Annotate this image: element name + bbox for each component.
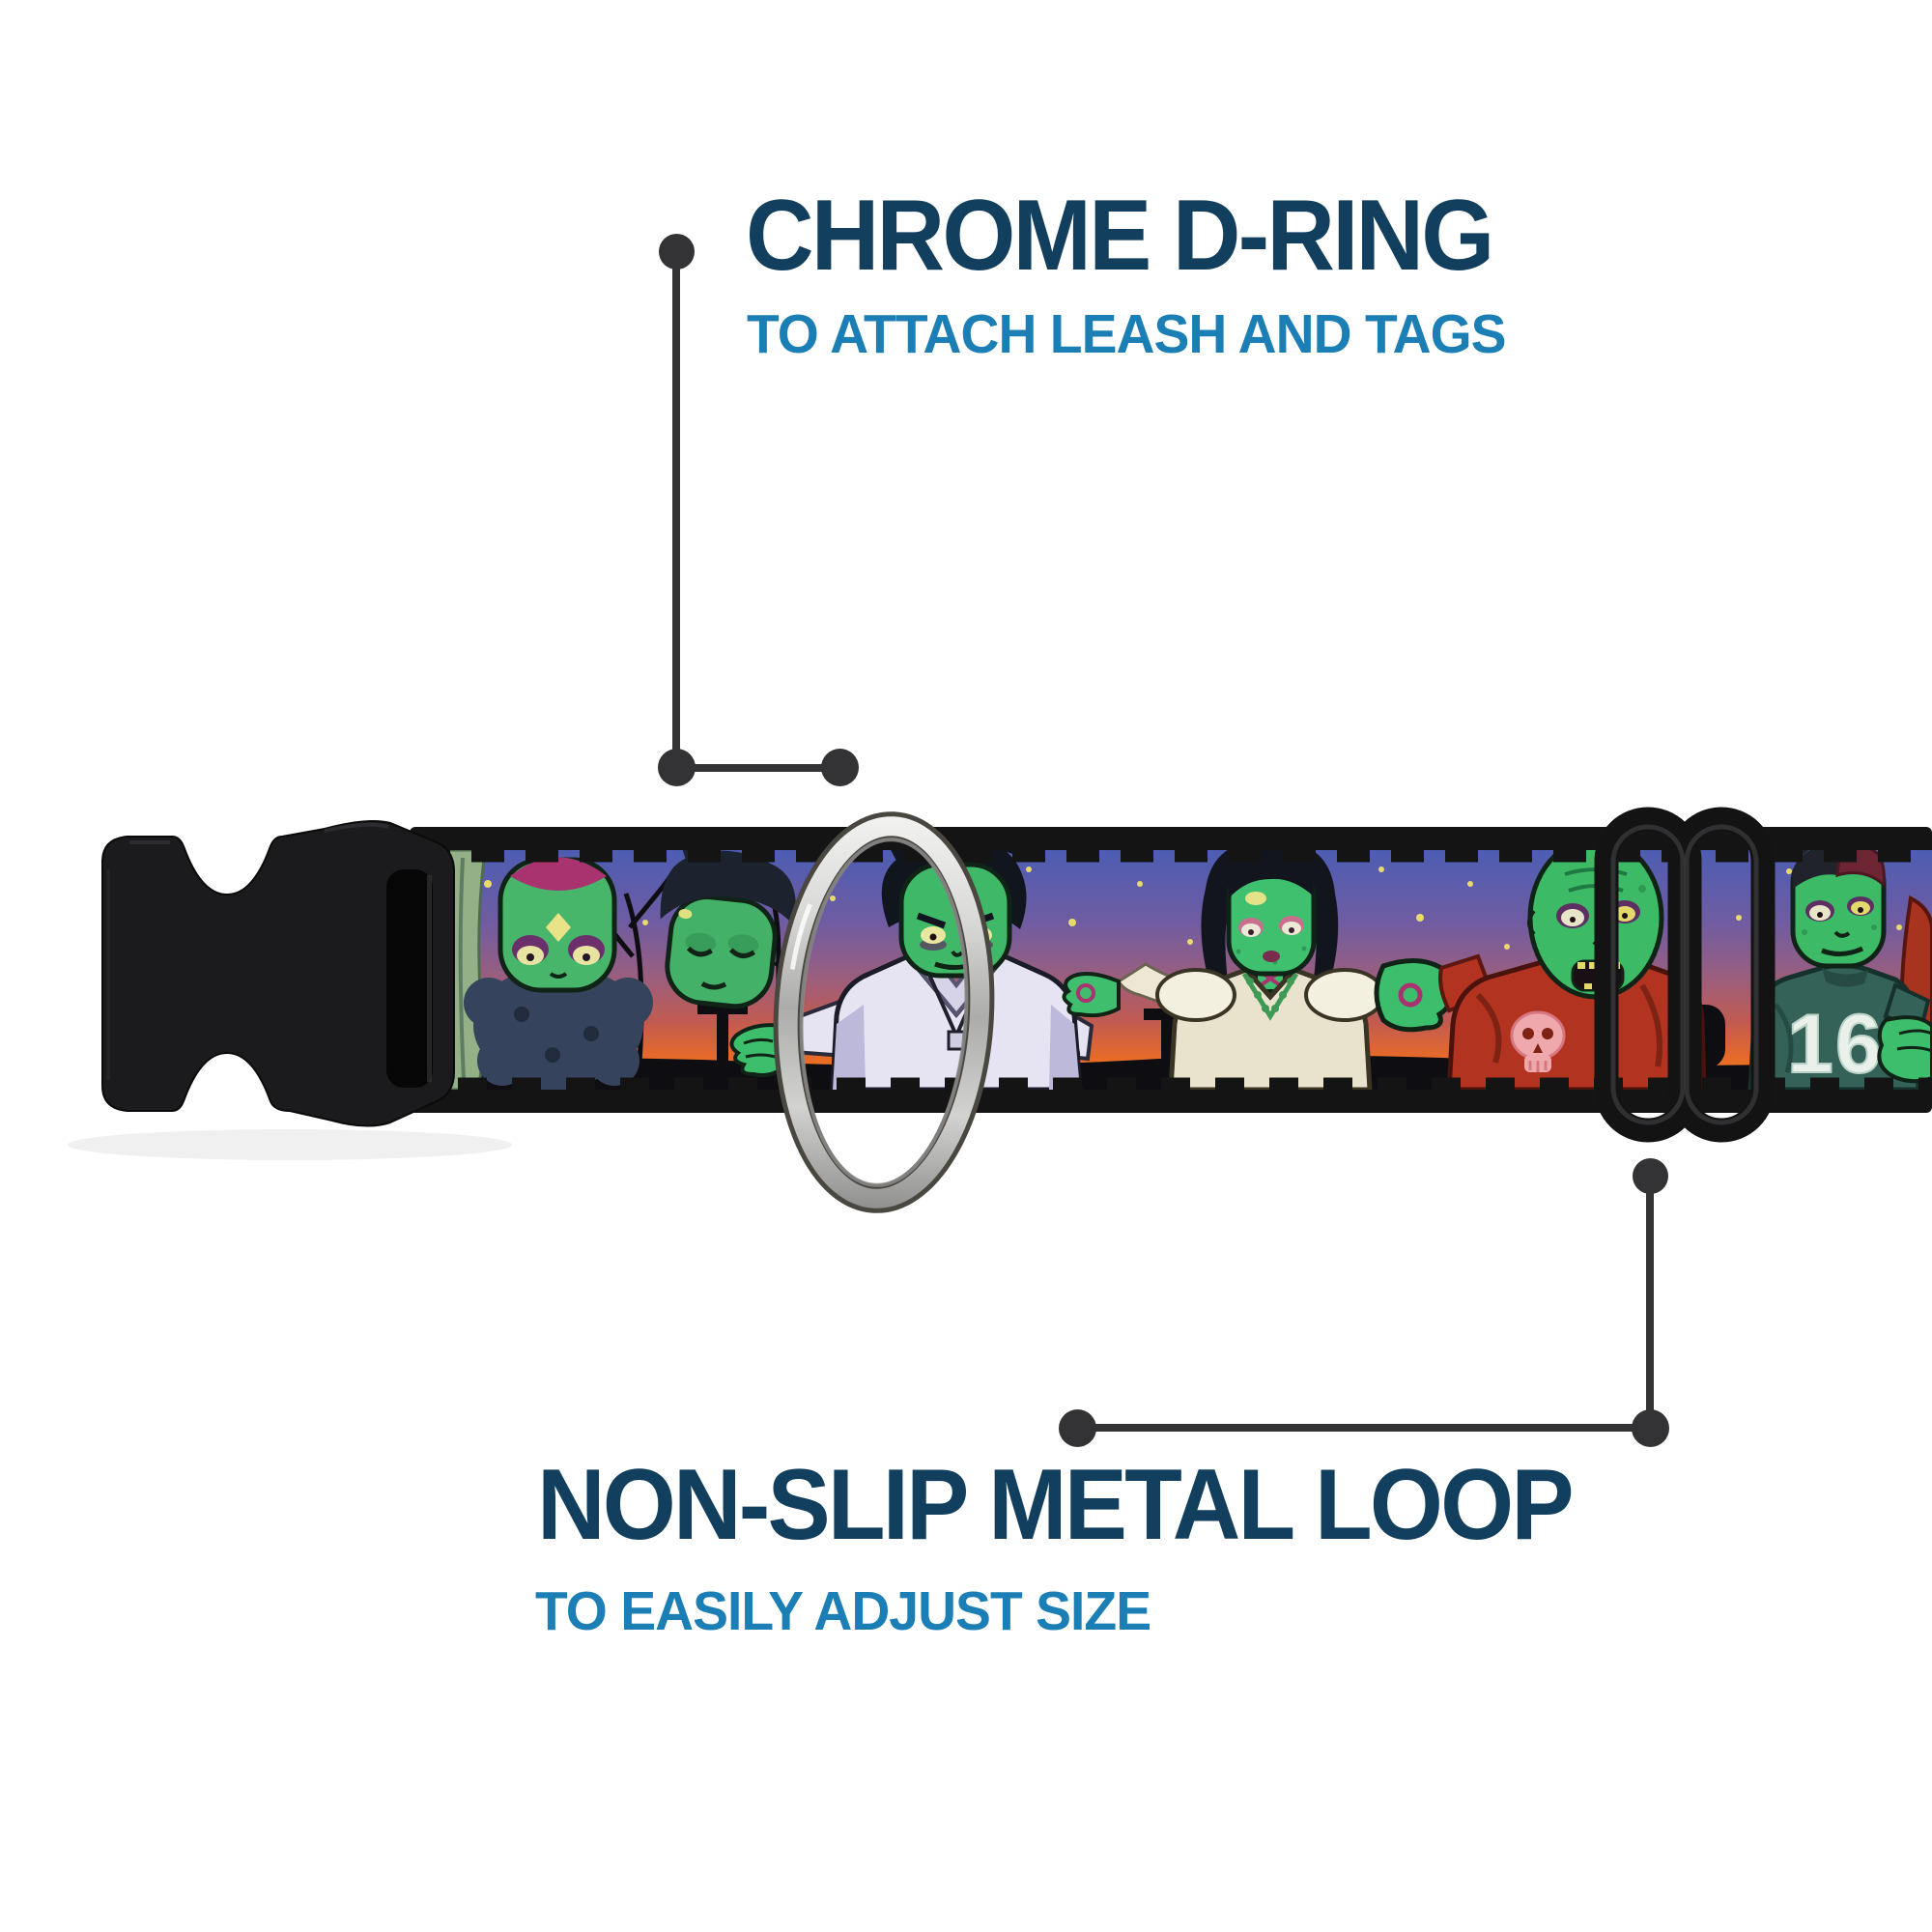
bottom-leader-vertical-line — [1646, 1188, 1654, 1430]
side-release-buckle — [101, 820, 455, 1127]
top-callout-subtitle: TO ATTACH LEASH AND TAGS — [747, 303, 1507, 365]
collar-image: 16 — [68, 807, 1932, 1213]
top-leader-start-dot — [659, 234, 695, 270]
chrome-d-ring — [773, 811, 995, 1213]
bottom-leader-end-dot — [1059, 1409, 1096, 1447]
zombie-lowered-head — [660, 850, 796, 1009]
buckle-shadow — [68, 1129, 512, 1160]
zombie-upside-down — [464, 857, 653, 1090]
webbing-artwork: 16 — [417, 850, 1932, 1091]
top-leader-vertical-line — [672, 267, 680, 769]
bottom-callout-subtitle: TO EASILY ADJUST SIZE — [535, 1580, 1151, 1642]
top-callout-title: CHROME D-RING — [746, 180, 1494, 292]
buckle-slot — [386, 869, 433, 1088]
zombie-female — [1062, 850, 1385, 1090]
bottom-leader-start-dot — [1633, 1158, 1668, 1194]
top-leader-end-dot — [821, 749, 859, 786]
zombie-jersey: 16 — [1747, 850, 1932, 1091]
jersey-number: 16 — [1787, 998, 1884, 1091]
non-slip-metal-loop — [1594, 807, 1776, 1143]
bottom-leader-horizontal-line — [1077, 1424, 1649, 1432]
top-leader-horizontal-line — [676, 764, 840, 772]
bottom-callout-title: NON-SLIP METAL LOOP — [537, 1449, 1575, 1561]
